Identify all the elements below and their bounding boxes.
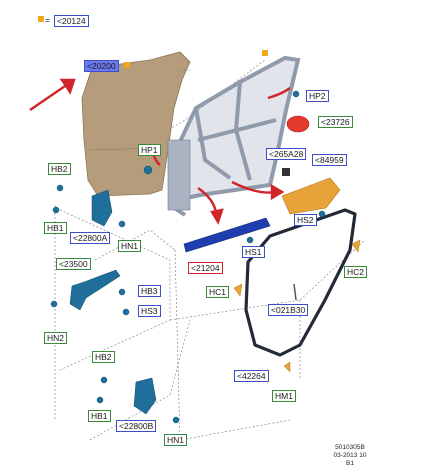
panel-marker — [124, 62, 130, 68]
frame-marker — [262, 50, 268, 56]
belt-weatherstrip[interactable] — [183, 217, 271, 253]
label-hb1-bot[interactable]: HB1 — [88, 410, 111, 422]
screw-hs2 — [318, 210, 326, 218]
label-hs3[interactable]: HS3 — [138, 305, 161, 317]
pin-021b30 — [293, 283, 297, 301]
label-hb2-top[interactable]: HB2 — [48, 163, 71, 175]
label-20200[interactable]: <20200 — [84, 60, 119, 72]
bracket-265a28[interactable] — [282, 168, 290, 176]
foam-insert[interactable] — [281, 177, 341, 215]
bolt-hb3 — [118, 288, 126, 296]
label-hc2[interactable]: HC2 — [344, 266, 368, 278]
label-hn2[interactable]: HN2 — [44, 332, 68, 344]
label-hb3[interactable]: HB3 — [138, 285, 161, 297]
bolt-hb2-bot — [100, 376, 108, 384]
plug-hp2 — [292, 90, 300, 98]
label-hb1-top[interactable]: HB1 — [44, 222, 67, 234]
label-hc1[interactable]: HC1 — [206, 286, 230, 298]
label-22800b[interactable]: <22800B — [116, 420, 157, 432]
bolt-hb2-top — [56, 184, 64, 192]
access-cap[interactable] — [286, 115, 310, 133]
clip-hc2 — [351, 239, 361, 253]
label-265a28[interactable]: <265A28 — [266, 148, 307, 160]
label-23726[interactable]: <23726 — [318, 116, 353, 128]
bolt-hb1-top — [52, 206, 60, 214]
label-84959[interactable]: <84959 — [312, 154, 347, 166]
label-hp2[interactable]: HP2 — [306, 90, 329, 102]
door-check[interactable] — [69, 269, 121, 311]
top-ref-marker — [38, 16, 44, 22]
label-20124[interactable]: <20124 — [54, 15, 89, 27]
door-weatherstrip[interactable] — [244, 208, 357, 357]
label-23500[interactable]: <23500 — [56, 258, 91, 270]
door-inner-frame[interactable] — [167, 55, 301, 217]
footer-code: 5010305B 03-2013 10 B1 — [326, 444, 374, 468]
label-22800a[interactable]: <22800A — [70, 232, 111, 244]
label-hb2-bot[interactable]: HB2 — [92, 351, 115, 363]
screw-hs1 — [246, 236, 254, 244]
nut-hn1-bot — [172, 416, 180, 424]
bolt-hb1-bot — [96, 396, 104, 404]
upper-hinge[interactable] — [91, 189, 113, 227]
label-hp1[interactable]: HP1 — [138, 144, 161, 156]
footer-line2: 03-2013 10 — [333, 452, 367, 459]
callout-arrows — [29, 78, 291, 225]
door-hinge-pillar — [167, 139, 191, 211]
footer-line3: B1 — [346, 460, 354, 467]
footer-line1: 5010305B — [335, 444, 365, 451]
hardware-items — [50, 90, 326, 424]
label-hs1[interactable]: HS1 — [242, 246, 265, 258]
clip-hm1 — [283, 361, 291, 373]
nut-hn2 — [50, 300, 58, 308]
label-hm1[interactable]: HM1 — [272, 390, 296, 402]
label-hn1-bot[interactable]: HN1 — [164, 434, 188, 446]
label-hn1-top[interactable]: HN1 — [118, 240, 142, 252]
nut-hn1-top — [118, 220, 126, 228]
label-42264[interactable]: <42264 — [234, 370, 269, 382]
label-21204[interactable]: <21204 — [188, 262, 223, 274]
clip-items — [233, 239, 361, 373]
door-outer-panel[interactable] — [81, 51, 191, 197]
plug-hp1 — [143, 165, 153, 175]
label-021b30[interactable]: <021B30 — [268, 304, 309, 316]
lower-hinge[interactable] — [133, 377, 157, 415]
label-hs2[interactable]: HS2 — [294, 214, 317, 226]
screw-hs3 — [122, 308, 130, 316]
top-ref-marker-text: = — [44, 15, 51, 25]
clip-hc1 — [233, 283, 243, 297]
